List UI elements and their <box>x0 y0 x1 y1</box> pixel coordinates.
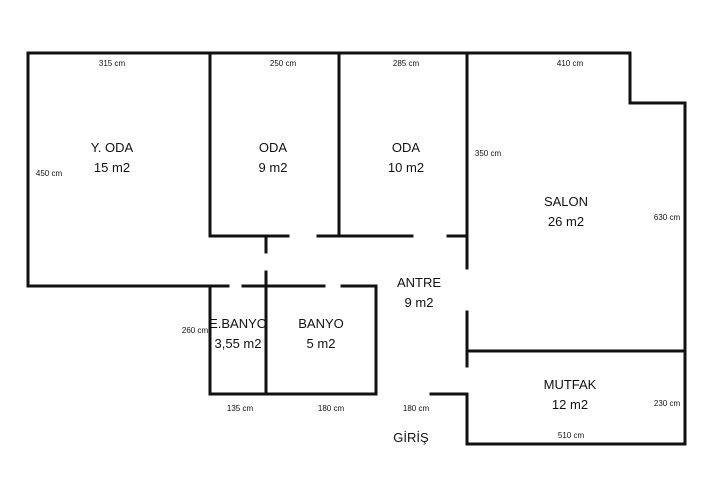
room-antre-name: ANTRE <box>397 275 441 290</box>
dim-salon-width: 410 cm <box>557 59 584 68</box>
room-banyo-name: BANYO <box>298 316 344 331</box>
room-oda2-area: 10 m2 <box>388 160 424 175</box>
dim-oda2-height: 350 cm <box>475 149 502 158</box>
dim-entry-width: 180 cm <box>403 404 430 413</box>
walls <box>26 51 687 446</box>
room-antre-area: 9 m2 <box>405 295 434 310</box>
dim-ebanyo-height: 260 cm <box>182 326 209 335</box>
room-salon-name: SALON <box>544 194 588 209</box>
room-oda1-area: 9 m2 <box>259 160 288 175</box>
entrance-label: GİRİŞ <box>393 430 429 445</box>
dim-yoda-height: 450 cm <box>36 169 63 178</box>
room-oda1-name: ODA <box>259 140 288 155</box>
room-mutfak-area: 12 m2 <box>552 397 588 412</box>
dim-mutfak-height: 230 cm <box>654 399 681 408</box>
room-labels: Y. ODA 15 m2 ODA 9 m2 ODA 10 m2 SALON 26… <box>91 140 597 412</box>
dim-oda1-width: 250 cm <box>270 59 297 68</box>
room-yoda-name: Y. ODA <box>91 140 134 155</box>
room-oda2-name: ODA <box>392 140 421 155</box>
room-salon-area: 26 m2 <box>548 214 584 229</box>
room-ebanyo-name: E.BANYO <box>209 316 267 331</box>
dim-oda2-width: 285 cm <box>393 59 420 68</box>
dim-yoda-width: 315 cm <box>99 59 126 68</box>
room-banyo-area: 5 m2 <box>307 336 336 351</box>
dim-ebanyo-width: 135 cm <box>227 404 254 413</box>
dim-salon-height: 630 cm <box>654 213 681 222</box>
dim-banyo-width: 180 cm <box>318 404 345 413</box>
dimension-labels: 315 cm 250 cm 285 cm 410 cm 450 cm 350 c… <box>36 59 681 440</box>
room-ebanyo-area: 3,55 m2 <box>215 336 262 351</box>
room-mutfak-name: MUTFAK <box>544 377 597 392</box>
room-yoda-area: 15 m2 <box>94 160 130 175</box>
dim-mutfak-width: 510 cm <box>558 431 585 440</box>
